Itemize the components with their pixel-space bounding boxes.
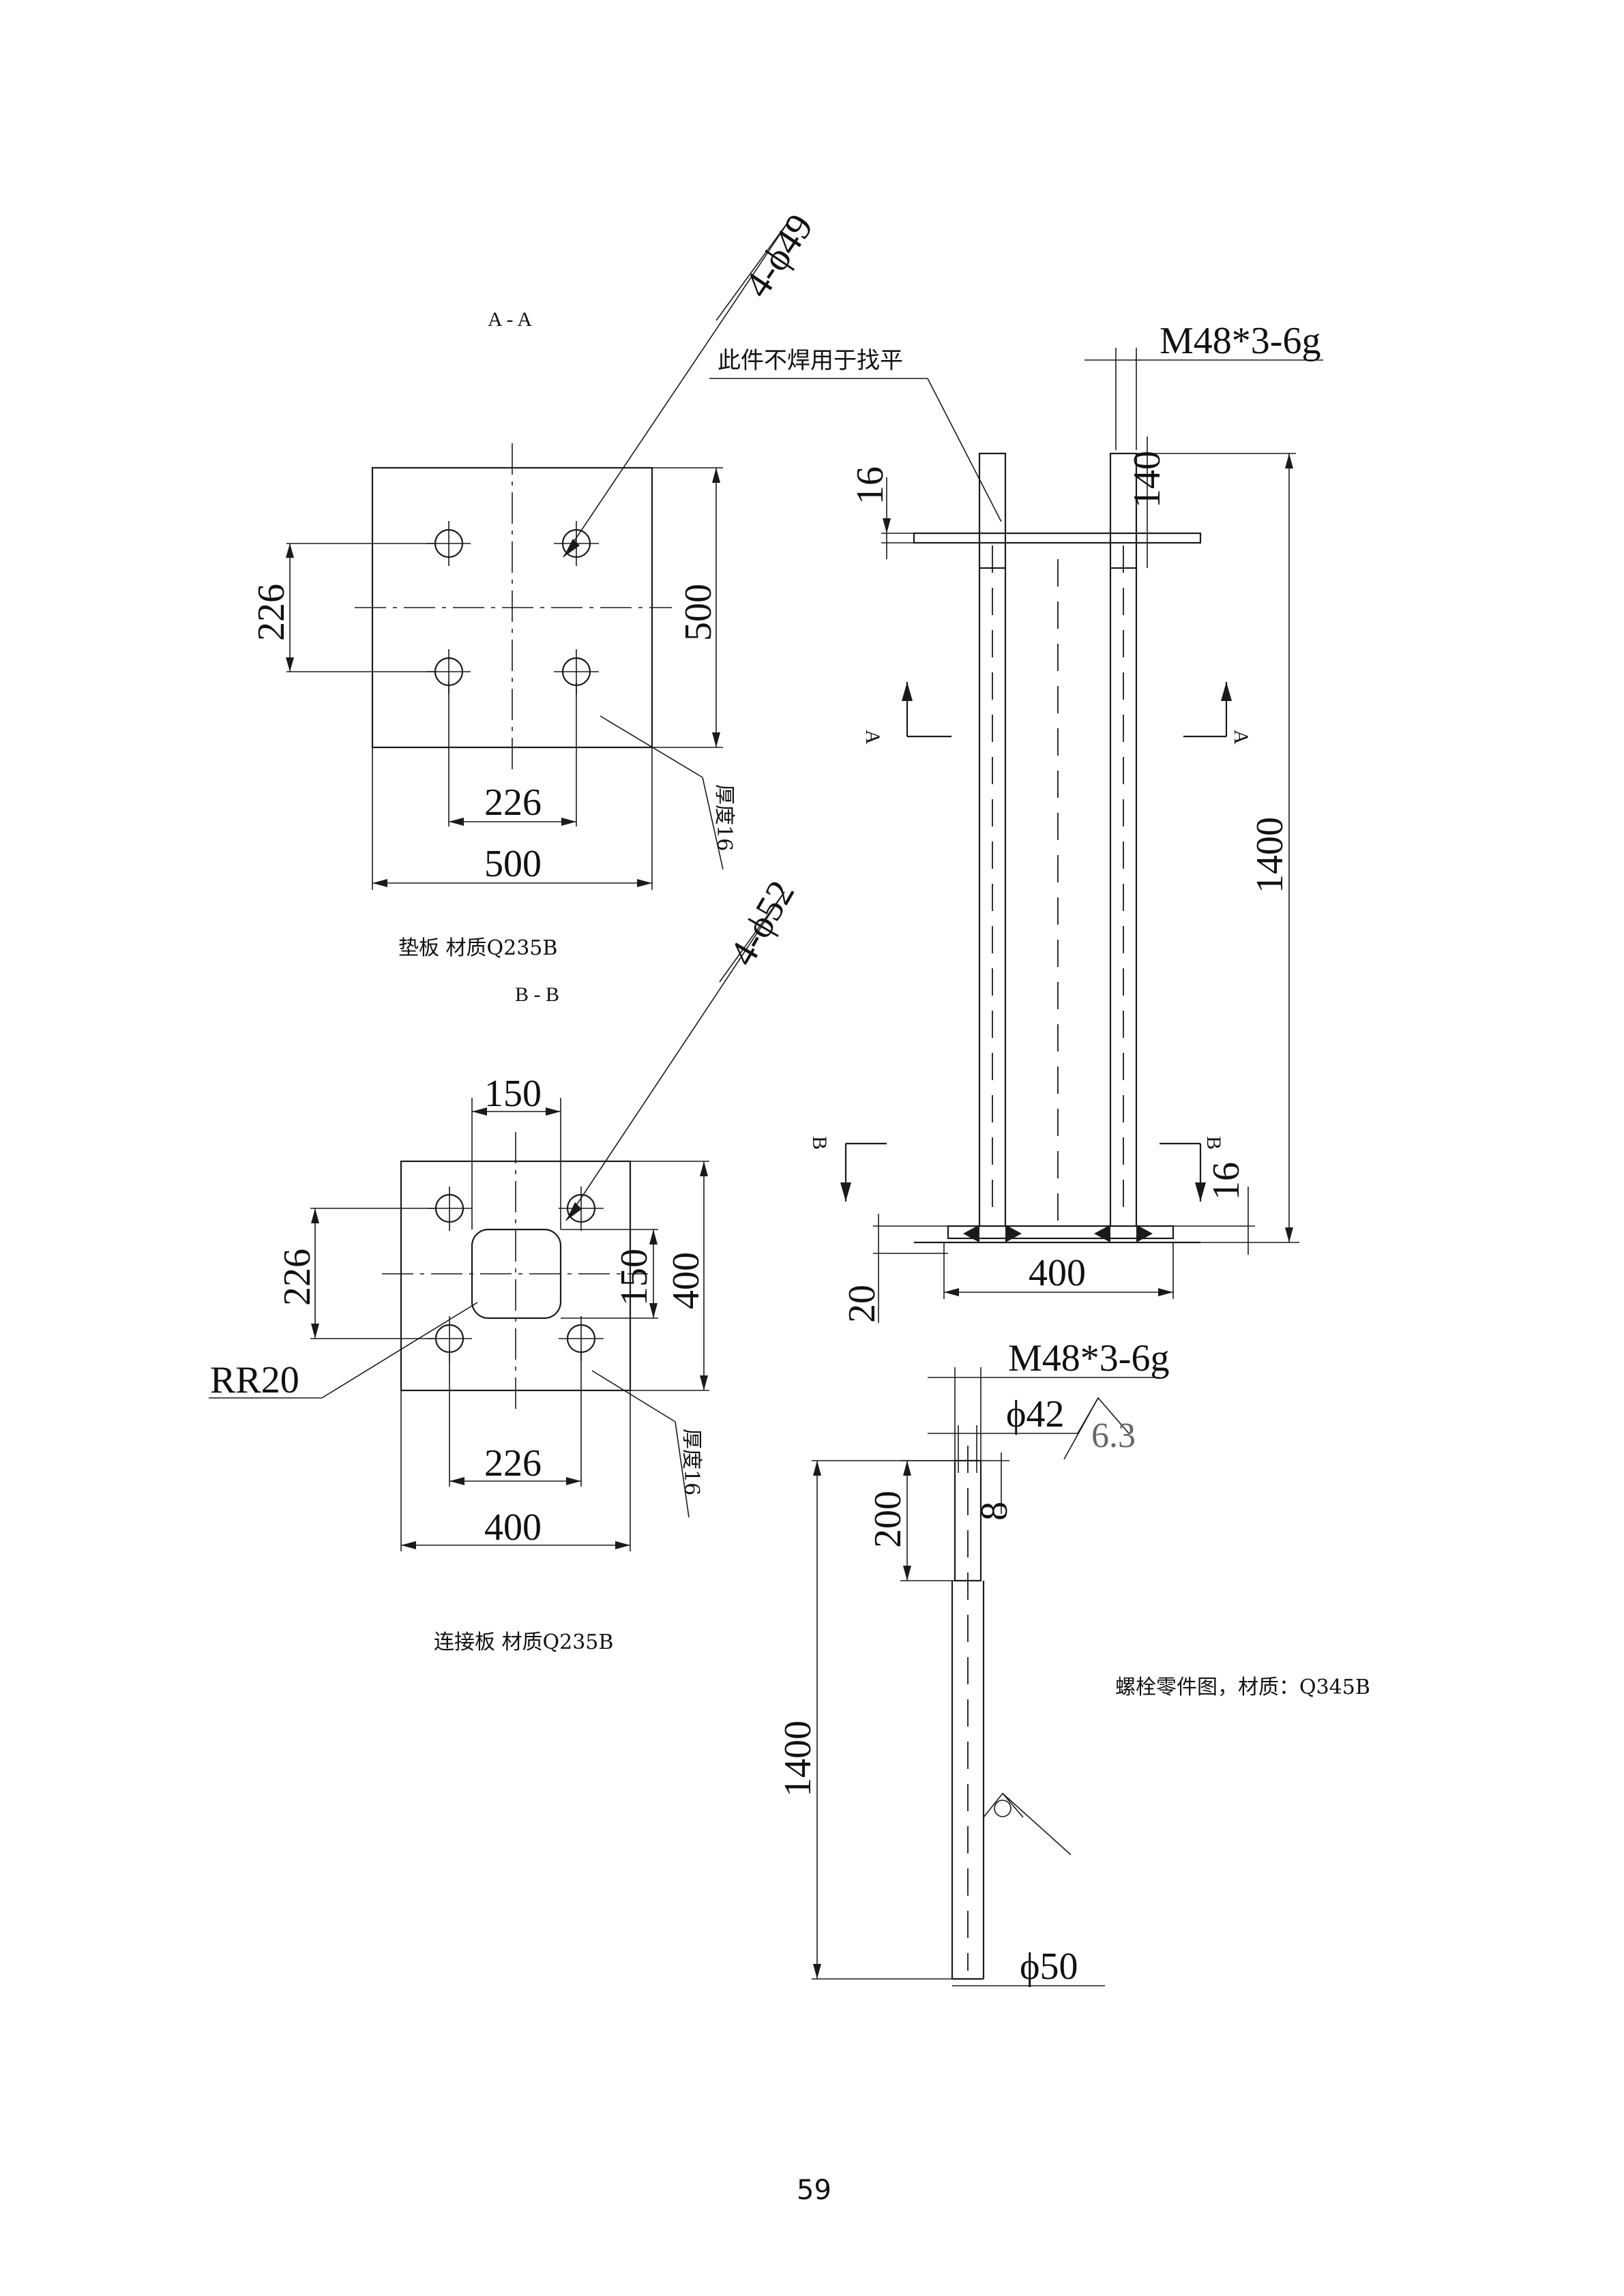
assembly-dim-bottom-plate: 16 — [1205, 1162, 1247, 1200]
bolt-thread: M48*3-6g — [1008, 1337, 1169, 1380]
svg-text:B: B — [808, 1136, 831, 1150]
plate-bb-dim-opening150: 150 — [613, 1249, 655, 1306]
bolt-caption: 螺栓零件图，材质：Q345B — [1115, 1675, 1370, 1699]
plate-aa-dim-height: 500 — [677, 584, 720, 641]
svg-text:A: A — [861, 730, 884, 745]
section-a-marker-left: A — [861, 682, 951, 745]
assembly-dim-top-plate: 16 — [849, 466, 891, 505]
bolt-part-view: M48*3-6g ϕ42 6.3 8 200 1 — [777, 1337, 1370, 1988]
assembly-view: 此件不焊用于找平 M48*3-6g 1 — [709, 320, 1323, 1323]
plate-bb-dim-height: 400 — [665, 1252, 707, 1309]
plate-bb-dim-width: 400 — [484, 1506, 542, 1549]
plate-aa-dim-h226: 226 — [484, 781, 542, 824]
roughness-symbol: 6.3 — [1063, 1397, 1136, 1460]
svg-text:B: B — [1202, 1136, 1225, 1150]
plate-bb-dim-top150: 150 — [484, 1073, 542, 1115]
assembly-leveling-plate — [913, 532, 1202, 544]
bolt-dim-thread-len: 200 — [867, 1491, 909, 1548]
plate-bb-dim-v226: 226 — [276, 1249, 319, 1306]
plate-bb-caption: 连接板 材质Q235B — [434, 1630, 613, 1654]
assembly-dim-base: 20 — [841, 1285, 883, 1323]
plate-bb-thickness: 厚度16 — [679, 1429, 703, 1495]
assembly-dim-thread-len: 140 — [1126, 451, 1168, 508]
bolt-dim-chamfer: 8 — [973, 1502, 1016, 1521]
assembly-note: 此件不焊用于找平 — [718, 347, 903, 374]
section-b-marker-right: B — [1160, 1136, 1225, 1202]
plate-aa-caption: 垫板 材质Q235B — [398, 936, 557, 960]
section-b-marker-left: B — [808, 1136, 887, 1202]
plate-bb-view: B - B 4-ϕ52 150 226 — [209, 874, 803, 1654]
plate-aa-dim-width: 500 — [484, 843, 542, 885]
section-a-marker-right: A — [1183, 682, 1252, 745]
section-bb-label: B - B — [515, 983, 559, 1006]
assembly-dim-spacing: 400 — [1029, 1252, 1086, 1294]
plate-bb-corner-radius: RR20 — [210, 1359, 299, 1401]
plate-aa-hole-callout: 4-ϕ49 — [736, 207, 821, 305]
section-aa-label: A - A — [488, 308, 532, 331]
plate-bb-dim-h226: 226 — [484, 1442, 542, 1485]
plate-bb-hole-callout: 4-ϕ52 — [722, 874, 803, 972]
plate-aa-view: A - A 4-ϕ49 226 500 — [250, 207, 822, 960]
page-number: 59 — [797, 2175, 831, 2206]
assembly-base-plate — [947, 1225, 1175, 1240]
bolt-dia-body: ϕ50 — [1020, 1945, 1078, 1988]
roughness-value: 6.3 — [1091, 1416, 1136, 1455]
assembly-welds — [963, 1225, 1153, 1242]
assembly-dim-length: 1400 — [1249, 817, 1291, 893]
assembly-thread: M48*3-6g — [1160, 320, 1320, 362]
svg-text:A: A — [1230, 730, 1252, 745]
body-finish-symbol — [983, 1792, 1072, 1855]
bolt-dia-root: ϕ42 — [1006, 1393, 1064, 1435]
bolt-dim-length: 1400 — [777, 1720, 819, 1797]
plate-aa-dim-v226: 226 — [250, 584, 293, 641]
plate-aa-thickness: 厚度16 — [712, 784, 736, 851]
